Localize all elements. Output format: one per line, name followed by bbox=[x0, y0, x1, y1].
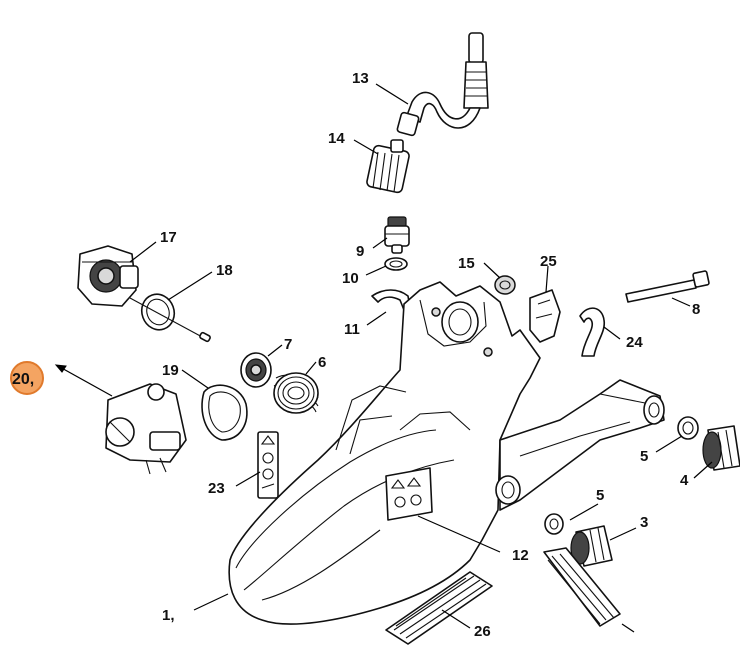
callout-7: 7 bbox=[284, 336, 292, 353]
callout-3: 3 bbox=[640, 514, 648, 531]
callout-5-lower: 5 bbox=[596, 487, 604, 504]
part-6-spring[interactable] bbox=[273, 372, 319, 414]
leader-lines bbox=[54, 83, 713, 633]
part-7-gear[interactable] bbox=[240, 352, 272, 388]
part-12-label[interactable] bbox=[385, 467, 433, 521]
callout-15: 15 bbox=[458, 255, 475, 272]
callout-13: 13 bbox=[352, 70, 369, 87]
part-4-buffer[interactable] bbox=[702, 425, 740, 471]
part-19-gasket[interactable] bbox=[201, 384, 248, 441]
highlight-badge-20[interactable]: 20, bbox=[10, 361, 44, 395]
callout-labels: 13 14 9 10 11 15 25 24 8 17 18 7 6 19 23… bbox=[160, 70, 700, 640]
callout-26: 26 bbox=[474, 623, 491, 640]
callout-14: 14 bbox=[328, 130, 345, 147]
callout-24: 24 bbox=[626, 334, 643, 351]
callout-9: 9 bbox=[356, 243, 364, 260]
part-1-housing[interactable] bbox=[228, 281, 541, 625]
part-23-warning-label[interactable] bbox=[257, 431, 279, 499]
part-8-bolt[interactable] bbox=[625, 270, 710, 303]
part-9-valve[interactable] bbox=[384, 216, 410, 254]
part-13-fuel-hose[interactable] bbox=[396, 32, 489, 137]
part-5-bushing-lower[interactable] bbox=[544, 513, 564, 535]
callout-4: 4 bbox=[680, 472, 689, 489]
callout-23: 23 bbox=[208, 480, 225, 497]
callout-25: 25 bbox=[540, 253, 557, 270]
part-3-buffer[interactable] bbox=[570, 525, 613, 567]
callout-20: 20, bbox=[12, 371, 34, 388]
grille-plate[interactable] bbox=[543, 547, 621, 627]
callout-10: 10 bbox=[342, 270, 359, 287]
part-15-plug[interactable] bbox=[494, 275, 516, 295]
part-5-bushing-upper[interactable] bbox=[677, 416, 699, 440]
part-26-plate[interactable] bbox=[385, 571, 493, 645]
part-25-bracket[interactable] bbox=[529, 289, 561, 343]
part-18-gasket-wire[interactable] bbox=[129, 290, 211, 343]
part-10-washer[interactable] bbox=[384, 257, 408, 271]
callout-12: 12 bbox=[512, 547, 529, 564]
callout-1: 1, bbox=[162, 607, 175, 624]
part-17-carburetor-pump[interactable] bbox=[77, 245, 139, 307]
part-14-fuel-filter[interactable] bbox=[366, 139, 410, 194]
part-20-carburetor[interactable] bbox=[105, 383, 187, 475]
callout-6: 6 bbox=[318, 354, 326, 371]
callout-11: 11 bbox=[344, 321, 360, 338]
handle-arm[interactable] bbox=[495, 379, 665, 511]
callout-8: 8 bbox=[692, 301, 700, 318]
callout-17: 17 bbox=[160, 229, 177, 246]
part-24-hose[interactable] bbox=[579, 307, 606, 357]
callout-19: 19 bbox=[162, 362, 179, 379]
callout-5-upper: 5 bbox=[640, 448, 648, 465]
callout-18: 18 bbox=[216, 262, 233, 279]
